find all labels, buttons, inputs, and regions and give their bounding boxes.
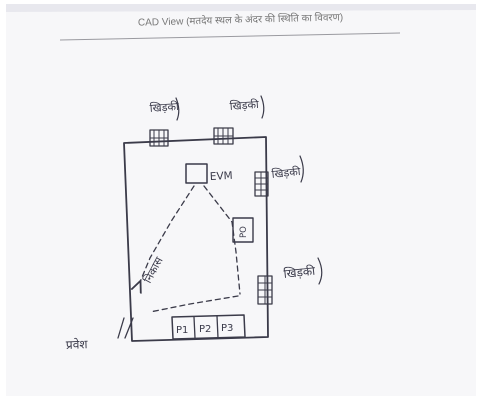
window-top-right bbox=[213, 127, 234, 145]
polling-officer-desk bbox=[171, 314, 246, 340]
window-top-left bbox=[149, 129, 169, 147]
window-label-1: खिड़की bbox=[149, 100, 179, 115]
entrance-mark bbox=[117, 317, 125, 339]
polling-officer-label-3: P3 bbox=[221, 323, 233, 334]
window-right-lower bbox=[257, 275, 273, 305]
polling-officer-label-2: P2 bbox=[199, 324, 211, 335]
window-label-3: खिड़की bbox=[271, 165, 301, 181]
window-label-2: खिड़की bbox=[229, 98, 259, 113]
evm-box bbox=[185, 163, 208, 184]
window-label-4: खिड़की bbox=[283, 264, 317, 281]
exit-path-line bbox=[140, 185, 195, 282]
evm-to-desk-path bbox=[203, 185, 241, 295]
presiding-officer-label: PO bbox=[239, 226, 249, 238]
room-outline bbox=[123, 136, 269, 342]
entrance-label: प्रवेश bbox=[66, 337, 89, 352]
evm-label: EVM bbox=[210, 170, 233, 183]
window-right-upper bbox=[254, 171, 269, 197]
polling-officer-label-1: P1 bbox=[176, 325, 188, 336]
header-rule bbox=[59, 32, 401, 41]
desk-to-entrance-path bbox=[149, 295, 239, 313]
paper-background bbox=[6, 4, 476, 396]
